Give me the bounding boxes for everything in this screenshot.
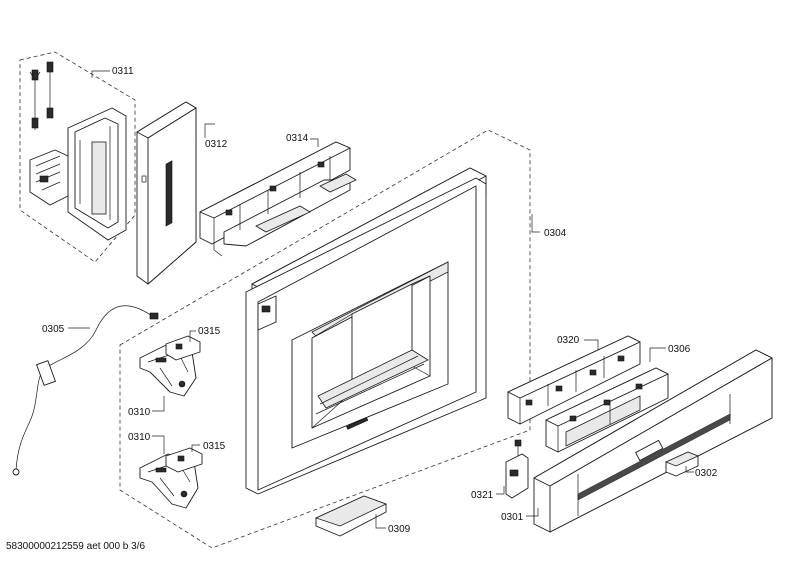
part-0304-oven-frame (245, 167, 487, 495)
label-0321: 0321 (471, 490, 494, 501)
label-0315-lower: 0315 (203, 441, 226, 452)
label-0306: 0306 (668, 344, 691, 355)
label-0312: 0312 (205, 139, 228, 150)
part-0306-electronics-frame (545, 367, 669, 453)
group-0311-outline (19, 51, 136, 263)
part-0302-button (664, 451, 700, 477)
part-0312-side-panel (136, 101, 197, 285)
label-0311: 0311 (112, 66, 134, 77)
part-0321-bracket (505, 439, 529, 499)
label-0320: 0320 (557, 335, 580, 346)
part-0301-control-panel (533, 349, 773, 533)
part-0320-control-frame (507, 335, 641, 425)
label-0302: 0302 (695, 468, 718, 479)
label-0315-upper: 0315 (198, 326, 221, 337)
label-0301: 0301 (501, 512, 524, 523)
label-0305: 0305 (42, 324, 65, 335)
part-0314-upper-rail (199, 141, 357, 257)
group-0304-outline (119, 129, 531, 549)
part-0315-hinge-cap-upper (165, 335, 201, 361)
label-0304: 0304 (544, 228, 567, 239)
part-0309-trim (314, 495, 388, 537)
label-0310-lower: 0310 (128, 432, 151, 443)
label-0314: 0314 (286, 133, 309, 144)
group-0311 (19, 51, 136, 263)
label-0309: 0309 (388, 524, 411, 535)
label-0310-upper: 0310 (128, 407, 151, 418)
document-reference: 58300000212559 aet 000 b 3/6 (6, 541, 146, 552)
part-0305-cable (12, 305, 159, 476)
part-0315-hinge-cap-lower (165, 447, 203, 473)
